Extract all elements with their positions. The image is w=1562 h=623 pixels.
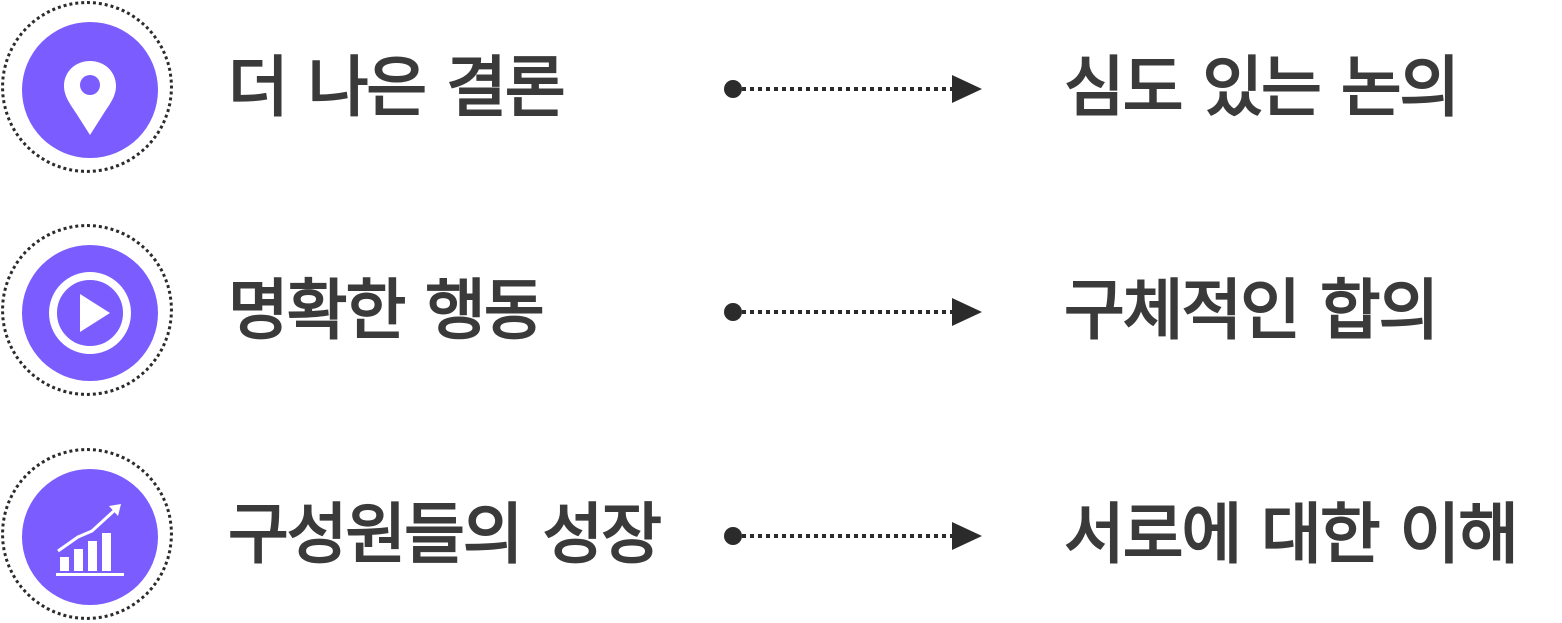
diagram-row-2: 명확한 행동 구체적인 합의: [0, 223, 1562, 399]
icon-badge: [1, 1, 173, 173]
outcome-label: 더 나은 결론: [228, 49, 566, 126]
outcome-label: 명확한 행동: [228, 272, 545, 349]
dotted-arrow-icon: [724, 75, 982, 103]
diagram-row-1: 더 나은 결론 심도 있는 논의: [0, 0, 1562, 176]
diagram-row-3: 구성원들의 성장 서로에 대한 이해: [0, 447, 1562, 623]
map-pin-icon: [22, 22, 158, 158]
source-label: 서로에 대한 이해: [1064, 496, 1519, 573]
outcome-label: 구성원들의 성장: [228, 496, 662, 573]
dotted-arrow-icon: [724, 522, 982, 550]
source-label: 심도 있는 논의: [1064, 49, 1460, 126]
icon-badge: [1, 448, 173, 620]
icon-badge: [1, 224, 173, 396]
growth-chart-icon: [22, 469, 158, 605]
source-label: 구체적인 합의: [1064, 272, 1439, 349]
play-circle-icon: [22, 245, 158, 381]
dotted-arrow-icon: [724, 298, 982, 326]
